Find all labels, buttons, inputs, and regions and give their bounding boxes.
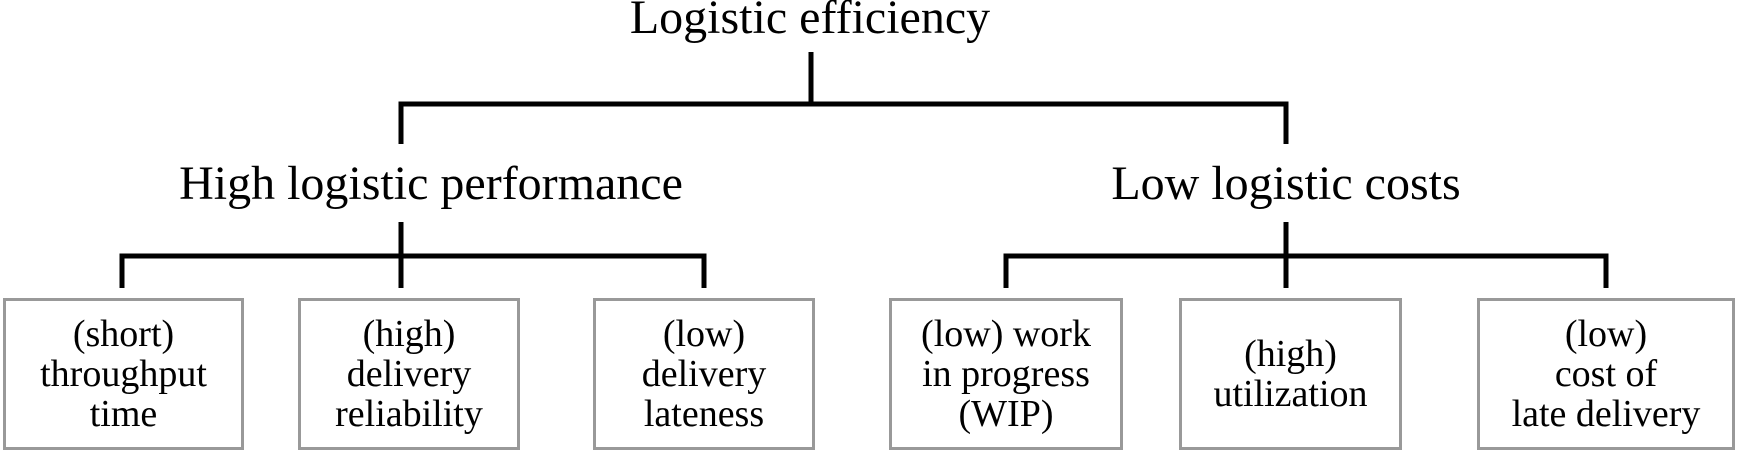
level1-rail [398,101,1289,144]
leaf-text-line: reliability [335,393,483,435]
leaf-text-line: (low) [662,313,746,355]
leaf-text-line: utilization [1213,373,1368,415]
leaf-box-throughput-time: (short) throughput time [3,298,244,450]
left-branch-rail [119,253,707,288]
leaf-text-line: delivery [641,353,767,395]
leaf-text-line: (high) [362,313,456,355]
leaf-text-line: late delivery [1511,393,1701,435]
leaf-box-work-in-progress: (low) work in progress (WIP) [889,298,1123,450]
leaf-box-delivery-reliability: (high) delivery reliability [298,298,520,450]
leaf-box-cost-of-late-delivery: (low) cost of late delivery [1477,298,1735,450]
leaf-text-line: (high) [1244,333,1337,375]
leaf-box-utilization: (high) utilization [1179,298,1402,450]
right-branch-rail [1003,253,1609,288]
leaf-text-line: delivery [346,353,472,395]
leaf-text-line: cost of [1554,353,1658,395]
leaf-box-delivery-lateness: (low) delivery lateness [593,298,815,450]
leaf-text-line: (low) [1564,313,1648,355]
leaf-text-line: time [89,393,158,435]
leaf-text-line: throughput [40,353,207,395]
branch-label-high-logistic-performance: High logistic performance [179,157,683,210]
leaf-text-line: (low) work [921,313,1091,355]
branch-label-low-logistic-costs: Low logistic costs [1111,157,1461,210]
leaf-text-line: (short) [72,313,175,355]
root-node-label: Logistic efficiency [629,0,991,44]
leaf-text-line: (WIP) [958,393,1054,435]
leaf-text-line: lateness [643,393,765,435]
leaf-text-line: in progress [922,353,1090,395]
